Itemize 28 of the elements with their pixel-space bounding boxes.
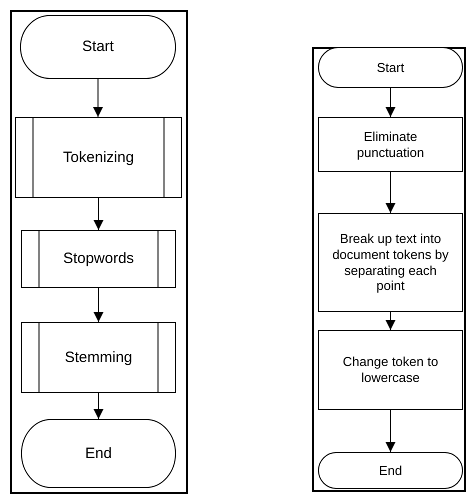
arrow [94, 288, 104, 322]
process-box [318, 213, 463, 312]
step-label: Start [376, 60, 404, 76]
arrow [386, 172, 396, 214]
predefined-process-box [21, 230, 176, 288]
panel-frame [312, 47, 466, 492]
step-label: Stopwords [63, 250, 134, 268]
step-label: Tokenizing [63, 148, 134, 166]
terminator-shape [318, 47, 463, 88]
step-label: End [378, 462, 402, 478]
step-label: Change token to lowercase [342, 354, 440, 386]
arrow [386, 312, 396, 330]
step-label: Break up text into document tokens by separating each point [331, 231, 450, 294]
step-label: Start [82, 38, 114, 56]
predefined-process-box [15, 117, 182, 198]
step-label: End [85, 444, 112, 462]
step-label: Eliminate punctuation [356, 128, 426, 160]
panel-frame [10, 10, 188, 494]
arrow [93, 78, 103, 118]
arrow [94, 198, 104, 230]
process-box [318, 330, 463, 410]
arrow [386, 410, 396, 452]
process-box [318, 117, 463, 172]
arrow [386, 88, 396, 118]
predefined-process-box [21, 322, 176, 393]
arrow [94, 392, 104, 420]
terminator-shape [318, 452, 463, 489]
step-label: Stemming [64, 348, 132, 366]
